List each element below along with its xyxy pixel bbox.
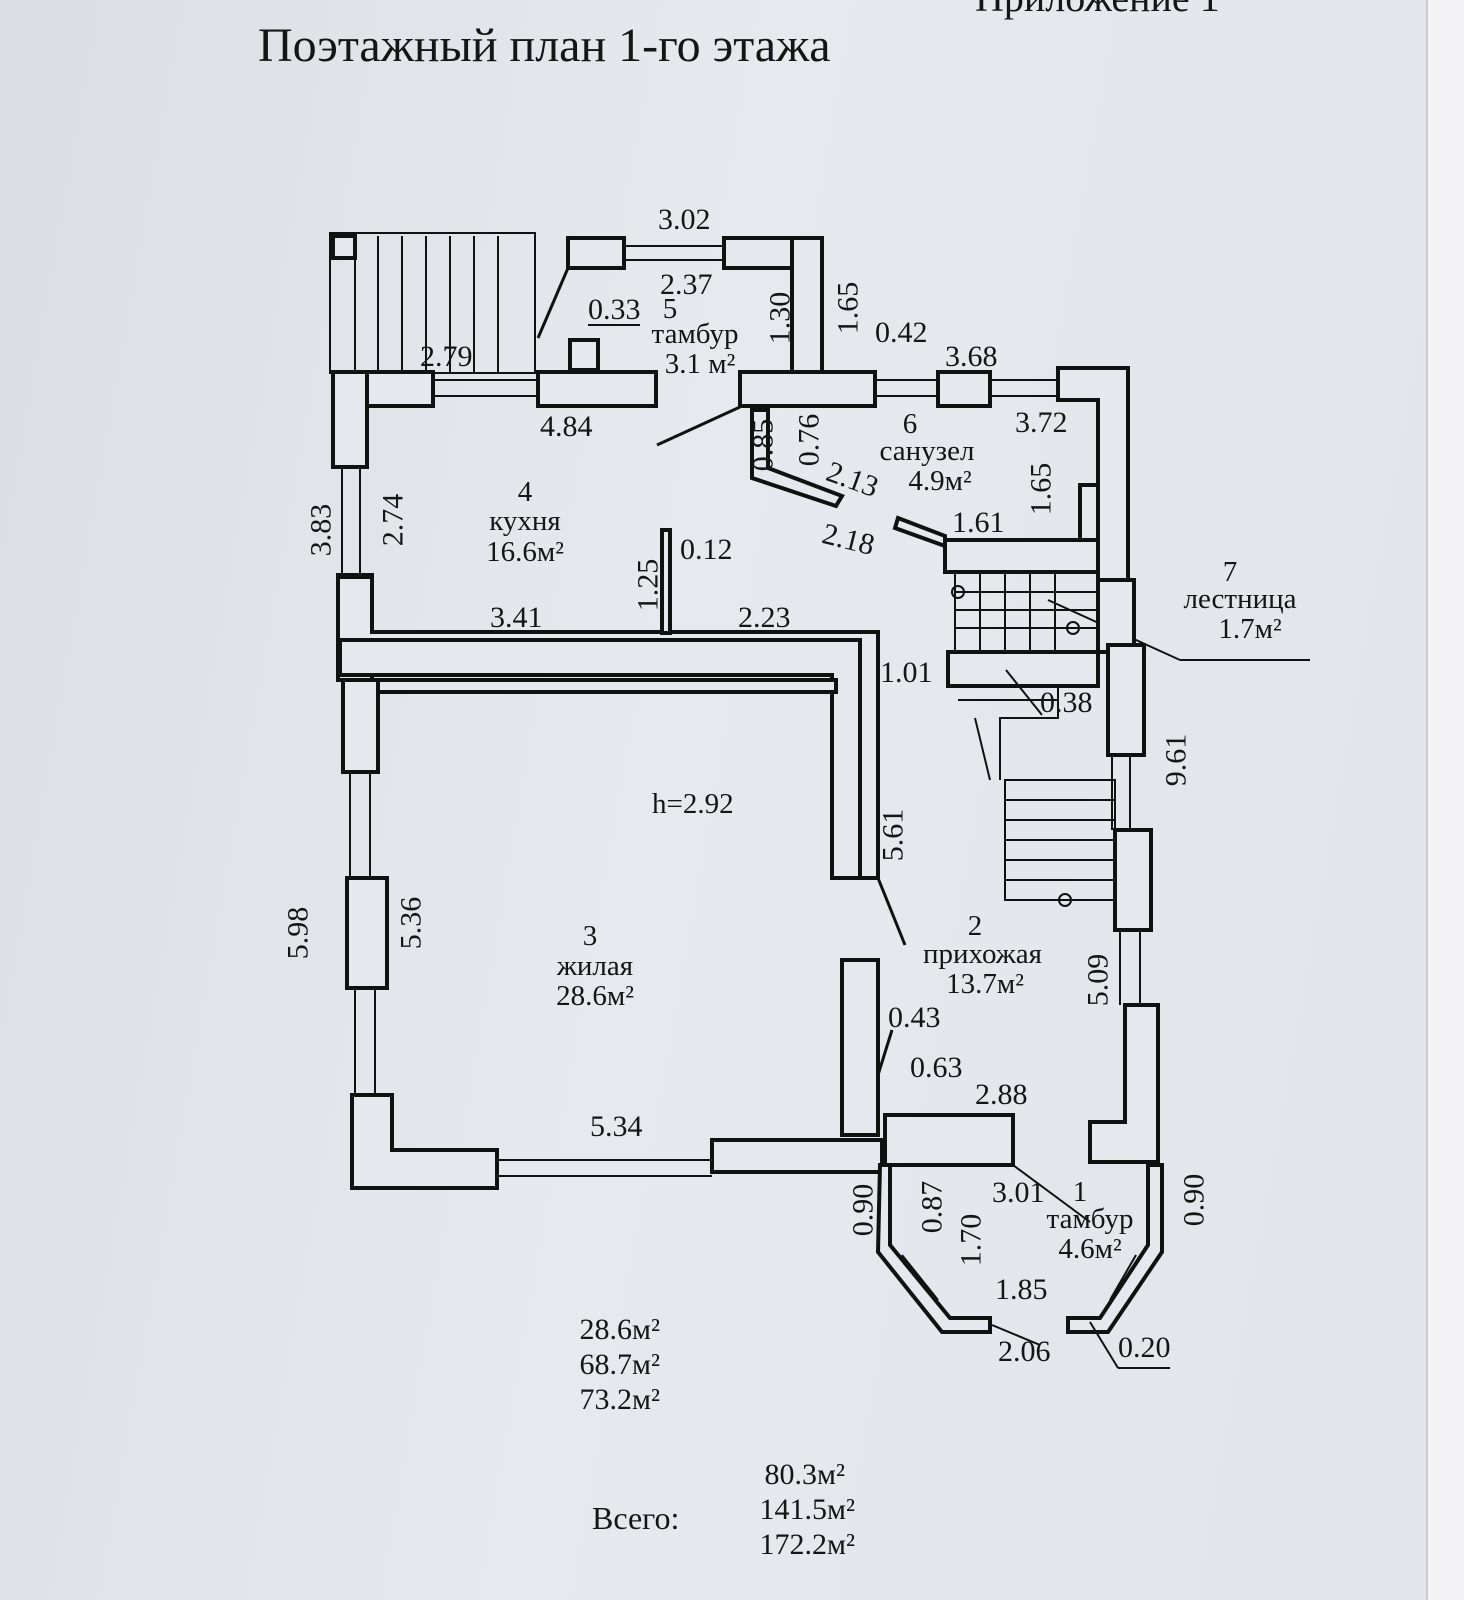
dim-5-09: 5.09 — [1081, 953, 1115, 1007]
vestibule-1-walls — [875, 1113, 1170, 1369]
room-6-name: санузел — [879, 435, 975, 467]
summary-area-1: 28.6м² — [579, 1313, 660, 1346]
dim-1-65-right: 1.65 — [1024, 462, 1058, 516]
total-area-3: 172.2м² — [759, 1528, 855, 1561]
room-6-area: 4.9м² — [908, 465, 972, 497]
dim-0-12: 0.12 — [680, 533, 733, 566]
dim-1-70: 1.70 — [954, 1213, 988, 1267]
room-number: 5 — [662, 293, 678, 325]
dim-0-76: 0.76 — [792, 413, 826, 467]
dim-0-90-right: 0.90 — [1177, 1173, 1211, 1227]
dim-2-23: 2.23 — [738, 601, 791, 634]
room-1-number: 1 — [1072, 1176, 1088, 1208]
dim-0-38: 0.38 — [1040, 686, 1093, 719]
dim-3-83: 3.83 — [304, 503, 338, 557]
dim-1-01: 1.01 — [880, 656, 933, 689]
entrance-steps — [329, 232, 536, 374]
dim-1-85: 1.85 — [995, 1273, 1048, 1306]
page-title: Поэтажный план 1-го этажа — [258, 19, 831, 72]
room-7-number: 7 — [1222, 556, 1238, 588]
dim-1-61: 1.61 — [952, 506, 1005, 539]
dim-3-02: 3.02 — [658, 203, 711, 236]
room-2-number: 2 — [967, 910, 983, 942]
dim-2-74: 2.74 — [376, 493, 410, 547]
dim-0-90-left: 0.90 — [846, 1183, 880, 1237]
dim-1-65-top: 1.65 — [831, 281, 865, 335]
dim-4-84: 4.84 — [540, 410, 593, 443]
dim-0-20: 0.20 — [1118, 1331, 1171, 1364]
room-7-name: лестница — [1183, 583, 1297, 615]
room-3-name: жилая — [556, 950, 634, 982]
total-label: Всего: — [592, 1500, 680, 1536]
room-4-area: 16.6м² — [486, 536, 564, 568]
dim-2-06: 2.06 — [998, 1335, 1051, 1368]
room-5-label: 5 — [610, 295, 730, 324]
dim-0-63: 0.63 — [910, 1051, 963, 1084]
room-1-area: 4.6м² — [1058, 1233, 1122, 1265]
dim-5-34: 5.34 — [590, 1110, 643, 1143]
dim-0-33: 0.33 — [588, 293, 641, 326]
dim-5-61: 5.61 — [876, 808, 910, 862]
room-5-name: тамбур — [651, 318, 739, 350]
paper-edge — [1426, 0, 1464, 1600]
right-exterior-wall — [1088, 578, 1160, 1164]
room-6-number: 6 — [902, 408, 918, 440]
room-1-name: тамбур — [1046, 1203, 1134, 1235]
dim-2-37: 2.37 — [660, 268, 713, 301]
dim-1-30: 1.30 — [763, 291, 797, 345]
vestibule-5-walls — [536, 236, 824, 378]
ceiling-height: h=2.92 — [652, 788, 734, 820]
dim-0-42: 0.42 — [875, 316, 928, 349]
summary-area-2: 68.7м² — [579, 1348, 660, 1381]
dim-0-43: 0.43 — [888, 1001, 941, 1034]
dim-2-88: 2.88 — [975, 1078, 1028, 1111]
dim-3-01: 3.01 — [992, 1176, 1045, 1209]
dim-3-41: 3.41 — [490, 601, 543, 634]
dim-0-87: 0.87 — [915, 1180, 949, 1234]
room-7-area: 1.7м² — [1218, 613, 1282, 645]
dim-9-61: 9.61 — [1159, 733, 1193, 787]
dim-5-36: 5.36 — [394, 896, 428, 950]
total-area-1: 80.3м² — [764, 1458, 845, 1491]
dim-1-25: 1.25 — [631, 558, 665, 612]
room-2-area: 13.7м² — [946, 968, 1024, 1000]
kitchen-walls — [331, 370, 880, 880]
room-4-name: кухня — [489, 505, 561, 537]
room-5-area: 3.1 м² — [664, 348, 736, 380]
dim-2-79: 2.79 — [420, 340, 473, 373]
summary-area-3: 73.2м² — [579, 1383, 660, 1416]
room-3-number: 3 — [582, 920, 598, 952]
room-3-area: 28.6м² — [556, 980, 634, 1012]
dim-3-72: 3.72 — [1015, 406, 1068, 439]
room-2-name: прихожая — [923, 938, 1042, 970]
appendix-label: Приложение 1 — [975, 0, 1220, 18]
room-4-number: 4 — [517, 476, 533, 508]
dim-0-85: 0.85 — [746, 418, 780, 472]
staircase — [946, 571, 1310, 907]
total-area-2: 141.5м² — [759, 1493, 855, 1526]
living-room-walls — [338, 638, 907, 1190]
dim-5-98: 5.98 — [281, 906, 315, 960]
dim-3-68: 3.68 — [945, 340, 998, 373]
